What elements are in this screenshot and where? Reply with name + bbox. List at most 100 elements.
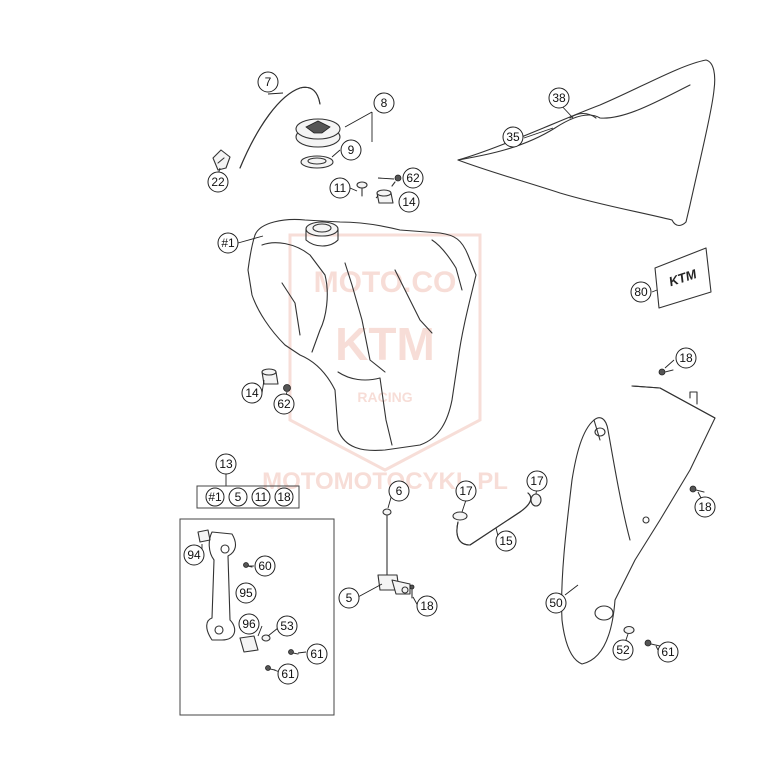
seat bbox=[457, 59, 716, 227]
fuel-cap-gasket bbox=[300, 155, 334, 169]
screw-11 bbox=[356, 181, 368, 197]
callout-94: 94 bbox=[183, 544, 205, 566]
svg-text:17: 17 bbox=[530, 474, 544, 488]
svg-text:61: 61 bbox=[661, 645, 675, 659]
callout-52: 52 bbox=[612, 639, 634, 661]
callout-8: 8 bbox=[373, 92, 395, 114]
callout-17-right: 17 bbox=[526, 470, 548, 492]
svg-text:50: 50 bbox=[549, 596, 563, 610]
svg-text:11: 11 bbox=[255, 490, 268, 504]
callout-53: 53 bbox=[276, 615, 298, 637]
svg-text:18: 18 bbox=[679, 351, 693, 365]
rubber-bushing-14-top bbox=[376, 189, 394, 204]
fuel-tap bbox=[377, 508, 411, 595]
callout-95: 95 bbox=[235, 582, 257, 604]
watermark-line-2: KTM bbox=[335, 318, 435, 370]
ktm-logo-icon: KTM bbox=[667, 266, 700, 289]
svg-text:13: 13 bbox=[219, 457, 233, 471]
svg-text:62: 62 bbox=[406, 171, 420, 185]
holding-bracket-95 bbox=[206, 531, 237, 641]
rubber-buffer-96 bbox=[239, 635, 259, 653]
leader-lines bbox=[201, 92, 704, 673]
callout-62-top: 62 bbox=[402, 167, 424, 189]
callout-5: 5 bbox=[338, 587, 360, 609]
callout-9: 9 bbox=[340, 139, 362, 161]
callout-61-spoiler: 61 bbox=[657, 641, 679, 663]
callout-61-lower: 61 bbox=[277, 663, 299, 685]
svg-text:53: 53 bbox=[280, 619, 294, 633]
callout-62-lower: 62 bbox=[273, 393, 295, 415]
callout-60: 60 bbox=[254, 555, 276, 577]
svg-text:38: 38 bbox=[552, 91, 566, 105]
kit-callout-11: 11 bbox=[251, 487, 271, 507]
svg-text:9: 9 bbox=[348, 143, 355, 157]
hose-clamp-17-right bbox=[530, 493, 542, 507]
watermark-line-3: RACING bbox=[357, 389, 412, 405]
svg-text:14: 14 bbox=[402, 195, 416, 209]
svg-text:18: 18 bbox=[277, 490, 291, 504]
svg-text:17: 17 bbox=[459, 484, 473, 498]
svg-text:62: 62 bbox=[277, 397, 291, 411]
hose-clamp-17-left bbox=[452, 511, 468, 521]
callout-17-left: 17 bbox=[455, 480, 477, 502]
callout-18-tap: 18 bbox=[416, 595, 438, 617]
svg-text:#1: #1 bbox=[208, 490, 222, 504]
bolt-61-upper bbox=[288, 649, 299, 655]
callout-14-top: 14 bbox=[398, 191, 420, 213]
callout-18-spoiler-side: 18 bbox=[694, 496, 716, 518]
fuel-tank bbox=[247, 218, 477, 452]
svg-text:#1: #1 bbox=[221, 236, 235, 250]
callout-50: 50 bbox=[545, 592, 567, 614]
bolt-18-tap bbox=[409, 584, 415, 599]
svg-text:80: 80 bbox=[634, 285, 648, 299]
hose-valve bbox=[212, 149, 231, 171]
bolt-62-top bbox=[391, 174, 402, 187]
svg-text:60: 60 bbox=[258, 559, 272, 573]
callout-7: 7 bbox=[257, 71, 279, 93]
rubber-bushing-14-lower bbox=[261, 368, 279, 385]
svg-text:18: 18 bbox=[698, 500, 712, 514]
svg-text:7: 7 bbox=[265, 75, 272, 89]
callout-15: 15 bbox=[495, 530, 517, 552]
svg-text:96: 96 bbox=[242, 617, 256, 631]
rubber-grommet-94 bbox=[197, 529, 211, 543]
callout-tank: #1 bbox=[217, 232, 239, 254]
ktm-emblem: KTM bbox=[654, 247, 712, 309]
tank-spoiler bbox=[561, 385, 716, 665]
svg-text:11: 11 bbox=[334, 181, 347, 195]
svg-text:5: 5 bbox=[235, 490, 242, 504]
svg-text:61: 61 bbox=[281, 667, 295, 681]
breather-hose bbox=[239, 86, 321, 169]
fuel-filter-o-ring bbox=[382, 508, 392, 516]
svg-text:22: 22 bbox=[211, 175, 225, 189]
svg-text:94: 94 bbox=[187, 548, 201, 562]
bolt-18-spoiler-top bbox=[658, 368, 674, 376]
callout-14-lower: 14 bbox=[241, 382, 263, 404]
callout-35: 35 bbox=[502, 126, 524, 148]
screw-60 bbox=[243, 562, 253, 568]
bolt-61-spoiler bbox=[644, 639, 661, 647]
svg-text:8: 8 bbox=[381, 96, 388, 110]
svg-text:5: 5 bbox=[346, 591, 353, 605]
fuel-cap bbox=[295, 118, 341, 148]
kit-callout-tank: #1 bbox=[205, 487, 225, 507]
kit-callout-18: 18 bbox=[274, 487, 294, 507]
bolt-18-spoiler-side bbox=[689, 485, 705, 493]
callout-6: 6 bbox=[388, 480, 410, 502]
svg-text:14: 14 bbox=[245, 386, 259, 400]
svg-text:18: 18 bbox=[420, 599, 434, 613]
svg-text:52: 52 bbox=[616, 643, 630, 657]
bolt-62-lower bbox=[283, 384, 291, 392]
callout-11-top: 11 bbox=[329, 177, 351, 199]
callout-38: 38 bbox=[548, 87, 570, 109]
callout-61-upper: 61 bbox=[306, 643, 328, 665]
svg-text:15: 15 bbox=[499, 534, 513, 548]
washer-53 bbox=[261, 634, 271, 642]
callout-96: 96 bbox=[238, 613, 260, 635]
callout-13: 13 bbox=[215, 453, 237, 475]
callout-22: 22 bbox=[207, 171, 229, 193]
watermark: MOTO.CO KTM RACING MOTOMOTOCYKL.PL bbox=[262, 233, 508, 495]
svg-text:95: 95 bbox=[239, 586, 253, 600]
svg-text:61: 61 bbox=[310, 647, 324, 661]
